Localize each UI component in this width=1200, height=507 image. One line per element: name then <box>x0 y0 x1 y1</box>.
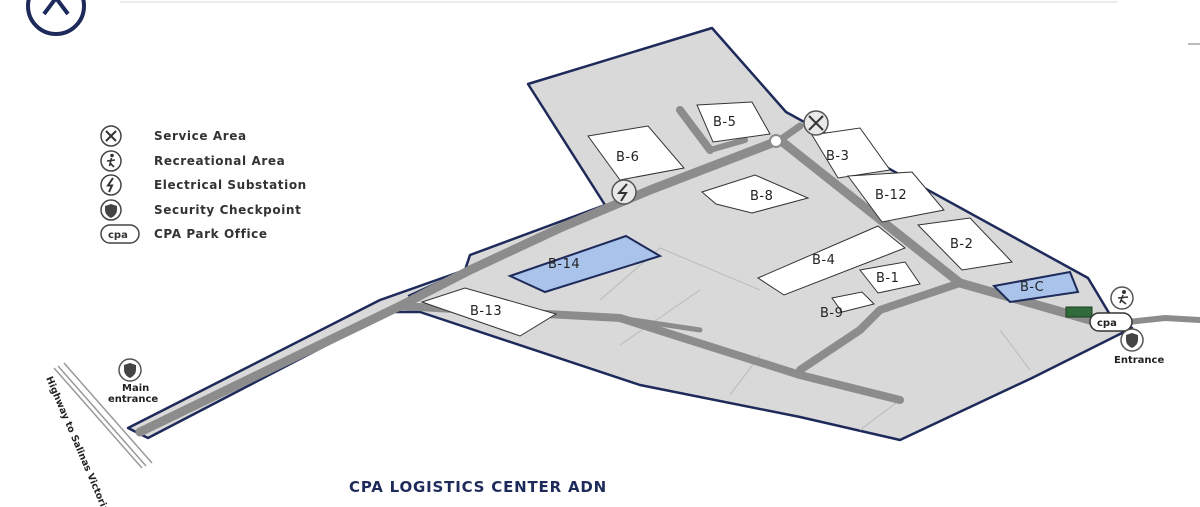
cpa-park-office-marker-icon: cpa <box>1089 312 1133 332</box>
building-b12 <box>847 171 945 223</box>
building-b9 <box>831 291 875 313</box>
building-bc <box>991 270 1080 304</box>
building-b3 <box>811 127 891 179</box>
legend-item-service-area: Service Area <box>100 124 307 149</box>
main-entrance-security-marker-icon <box>118 358 142 382</box>
legend-label: CPA Park Office <box>154 227 268 242</box>
label-b5: B-5 <box>713 115 736 130</box>
electrical-substation-marker-icon <box>611 179 637 205</box>
legend-item-electrical-substation: Electrical Substation <box>100 173 307 198</box>
label-b12: B-12 <box>875 188 907 203</box>
label-b9: B-9 <box>820 306 843 321</box>
label-b2: B-2 <box>950 237 973 252</box>
legend-item-security-checkpoint: Security Checkpoint <box>100 198 307 223</box>
compass-icon <box>26 0 86 36</box>
entrance-security-marker-icon <box>1120 328 1144 352</box>
recreational-area-icon <box>100 150 122 172</box>
building-b5 <box>696 101 771 143</box>
cpa-park-office-icon: cpa <box>100 224 140 244</box>
main-entrance-label-line2: entrance <box>108 394 158 405</box>
building-b2 <box>916 217 1014 271</box>
legend-item-recreational-area: Recreational Area <box>100 149 307 174</box>
building-b1 <box>859 261 921 294</box>
security-checkpoint-icon <box>100 199 122 221</box>
building-b4 <box>756 225 906 296</box>
legend-label: Service Area <box>154 129 247 144</box>
legend-label: Security Checkpoint <box>154 202 302 217</box>
legend: Service Area Recreational Area Electrica… <box>100 124 307 247</box>
building-b14 <box>507 234 663 294</box>
label-b4: B-4 <box>812 253 835 268</box>
recreational-area-marker-icon <box>1110 286 1134 310</box>
building-b6 <box>587 125 685 181</box>
label-bc: B-C <box>1020 280 1044 295</box>
service-area-icon <box>100 125 122 147</box>
label-b14: B-14 <box>548 257 580 272</box>
building-b8 <box>700 174 810 214</box>
page-title: CPA LOGISTICS CENTER ADN <box>349 478 607 496</box>
building-b13 <box>420 287 558 337</box>
buildings <box>420 101 1093 337</box>
service-area-marker-icon <box>803 110 829 136</box>
svg-text:cpa: cpa <box>1097 318 1117 329</box>
svg-text:cpa: cpa <box>108 230 128 241</box>
legend-label: Electrical Substation <box>154 178 307 193</box>
label-b13: B-13 <box>470 304 502 319</box>
parcel-divisions <box>599 247 1031 431</box>
legend-label: Recreational Area <box>154 153 286 168</box>
highway <box>53 362 153 469</box>
main-entrance-label-line1: Main <box>122 383 149 394</box>
label-b3: B-3 <box>826 149 849 164</box>
electrical-substation-icon <box>100 174 122 196</box>
label-b6: B-6 <box>616 150 639 165</box>
green-structure <box>1065 306 1093 318</box>
label-b8: B-8 <box>750 189 773 204</box>
label-b1: B-1 <box>876 271 899 286</box>
legend-item-cpa-park-office: cpa CPA Park Office <box>100 222 307 247</box>
entrance-label: Entrance <box>1114 355 1164 366</box>
